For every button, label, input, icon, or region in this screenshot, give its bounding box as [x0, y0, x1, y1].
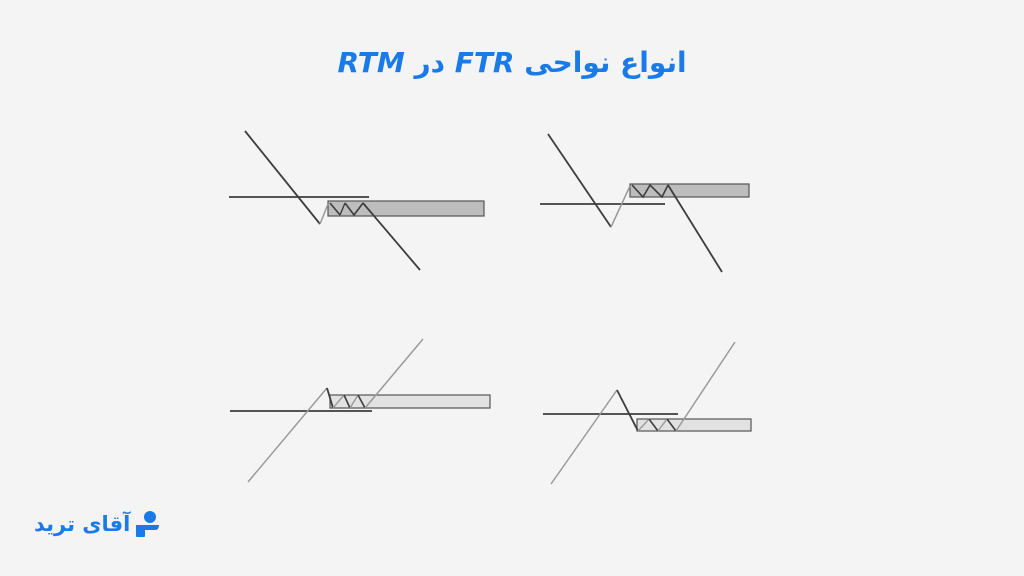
price-pullback-line: [319, 203, 329, 225]
zigzag-light: [339, 202, 346, 216]
diagram-bearish-ftr-below-level: [229, 130, 485, 271]
price-continuation-line: [667, 184, 723, 273]
price-drop-line: [244, 130, 321, 225]
price-continuation-line: [362, 202, 421, 271]
diagram-bullish-ftr-above-level: [230, 338, 491, 483]
title-persian-part2: در: [414, 46, 445, 79]
price-rise-line: [247, 387, 328, 483]
title-ftr: FTR: [454, 46, 515, 79]
zigzag-dark: [343, 394, 351, 409]
ftr-zone: [329, 394, 491, 409]
zigzag-light: [657, 418, 668, 432]
price-pullback-line: [616, 389, 639, 432]
price-pullback-line: [326, 387, 334, 409]
brand-logo: آقای ترید: [34, 508, 160, 540]
title-persian-part1: انواع نواحی: [524, 46, 687, 79]
zigzag-dark: [344, 202, 364, 217]
price-continuation-line: [675, 341, 736, 432]
page-title: انواع نواحی FTR در RTM: [0, 46, 1024, 79]
zigzag-light: [349, 394, 359, 409]
zigzag-dark: [357, 394, 366, 409]
zigzag-light: [637, 418, 650, 432]
person-icon: [136, 511, 160, 537]
diagram-bullish-ftr-below-level: [543, 341, 752, 485]
ftr-zone: [327, 200, 485, 217]
ftr-zone: [629, 183, 750, 198]
price-pullback-line: [610, 185, 631, 228]
price-rise-line: [550, 389, 618, 485]
zigzag-dark: [648, 418, 659, 432]
zigzag-light: [332, 394, 345, 409]
price-continuation-line: [364, 338, 424, 409]
brand-name: آقای ترید: [34, 512, 131, 536]
diagram-bearish-ftr-above-level: [540, 133, 750, 273]
zigzag-dark: [666, 418, 677, 432]
price-drop-line: [547, 133, 612, 228]
zigzag: [631, 183, 669, 199]
title-rtm: RTM: [337, 46, 405, 79]
zigzag-dark: [329, 202, 341, 216]
